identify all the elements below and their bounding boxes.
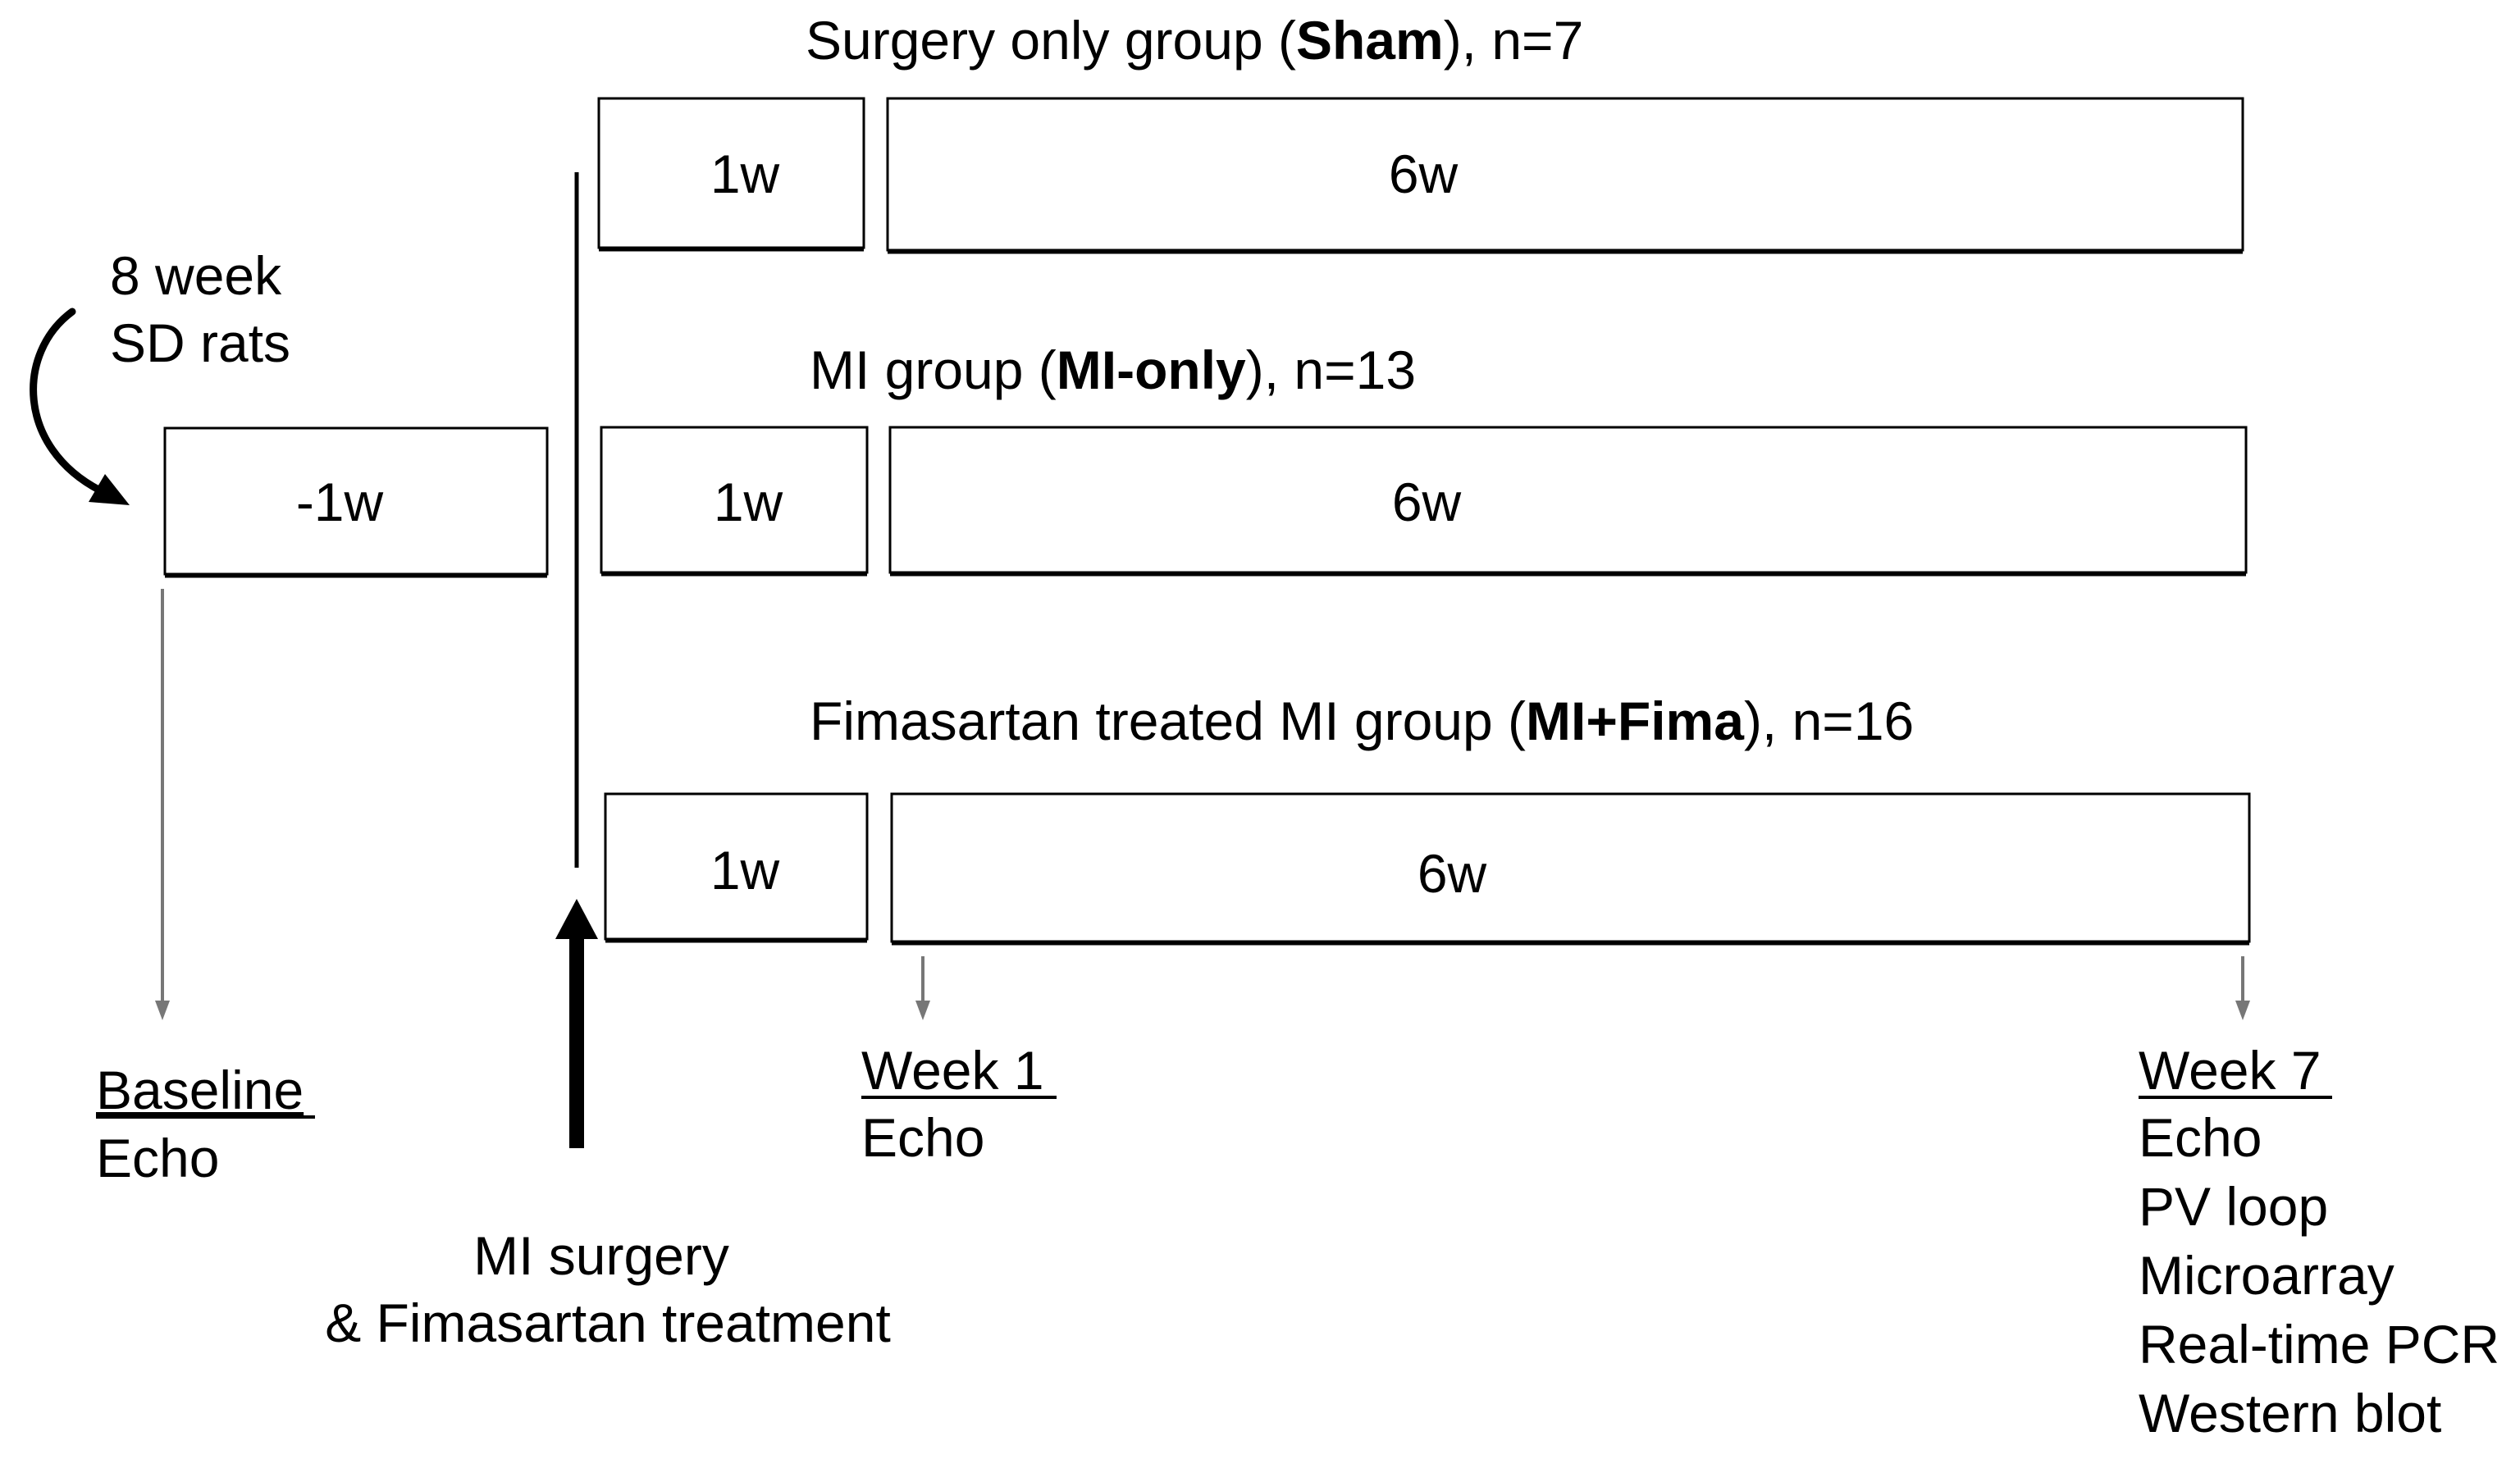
sham-week1-label: 1w <box>710 144 780 204</box>
surgery-arrow-icon <box>555 899 598 1148</box>
intervention-label-line1: MI surgery <box>473 1225 729 1286</box>
week1-title: Week 1 <box>861 1040 1044 1101</box>
curved-arrow-icon <box>30 308 130 505</box>
mi-only-week6-box: 6w <box>888 426 2248 577</box>
mi-fima-week6-label: 6w <box>1418 843 1487 904</box>
week1-arrow-icon <box>915 956 930 1020</box>
animals-label-line2: SD rats <box>110 312 290 373</box>
week7-item-microarray: Microarray <box>2139 1245 2394 1306</box>
week7-item-echo: Echo <box>2139 1107 2262 1168</box>
week1-item: Echo <box>861 1107 984 1168</box>
baseline-title: Baseline <box>96 1060 304 1120</box>
week7-arrow-icon <box>2235 956 2250 1020</box>
group-title-mi-only: MI group (MI-only), n=13 <box>810 340 1416 400</box>
mi-fima-week1-box: 1w <box>604 792 869 943</box>
mi-only-week1-label: 1w <box>714 472 783 532</box>
week7-item-western-blot: Western blot <box>2139 1383 2441 1443</box>
mi-only-week1-box: 1w <box>600 426 869 577</box>
sham-week6-label: 6w <box>1389 144 1459 204</box>
mi-fima-week6-box: 6w <box>890 792 2251 946</box>
mi-fima-week1-label: 1w <box>710 840 780 900</box>
week7-item-real-time-pcr: Real-time PCR <box>2139 1314 2499 1375</box>
week7-title: Week 7 <box>2139 1040 2321 1101</box>
group-title-sham: Surgery only group (Sham), n=7 <box>806 10 1583 71</box>
sham-week1-box: 1w <box>597 97 865 252</box>
baseline-item: Echo <box>96 1128 219 1188</box>
acclimation-label: -1w <box>296 472 384 532</box>
week7-item-pv-loop: PV loop <box>2139 1176 2328 1237</box>
mi-only-week6-label: 6w <box>1392 472 1462 532</box>
intervention-label-line2: & Fimasartan treatment <box>325 1293 891 1353</box>
sham-week6-box: 6w <box>886 97 2244 254</box>
group-title-mi-fima: Fimasartan treated MI group (MI+Fima), n… <box>810 691 1914 751</box>
animals-label-line1: 8 week <box>110 245 282 306</box>
acclimation-box: -1w <box>163 426 549 578</box>
baseline-arrow-icon <box>155 589 170 1020</box>
